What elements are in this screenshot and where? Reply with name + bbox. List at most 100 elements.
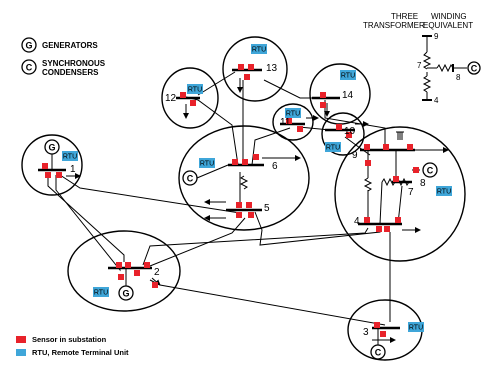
- rtu-box-4-7-8-9: [436, 186, 452, 196]
- sensor: [244, 74, 250, 80]
- rtu-label-1: RTU: [63, 154, 77, 161]
- symbol-legend: G GENERATORS C SYNCHRONOUS CONDENSERS: [21, 37, 106, 77]
- transformer-bus-bottom: 4: [434, 96, 439, 105]
- rtu-box-14: [340, 70, 356, 80]
- rtu-label-12: RTU: [188, 87, 202, 94]
- sensor: [393, 176, 399, 182]
- sensor: [248, 212, 254, 218]
- sensor: [320, 92, 326, 98]
- sensor: [374, 322, 380, 328]
- rtu-label-13: RTU: [252, 47, 266, 54]
- condenser-8-symbol: C: [427, 166, 434, 176]
- sensor: [152, 282, 158, 288]
- transformer-title-right-1: WINDING: [431, 12, 467, 21]
- line-2-3: [149, 279, 386, 326]
- sensor: [242, 159, 248, 165]
- bus-label-12: 12: [165, 93, 177, 104]
- line-10-11: [298, 126, 331, 131]
- transformer-bus-left: 7: [417, 61, 422, 70]
- substation-12: [161, 67, 219, 129]
- transformer-4-9: [363, 177, 373, 192]
- bus-label-6: 6: [272, 161, 278, 172]
- sensor: [384, 226, 390, 232]
- sensor: [297, 126, 303, 132]
- sensor: [407, 144, 413, 150]
- substation-11: [272, 103, 314, 141]
- rtu-legend-swatch: [16, 349, 26, 356]
- bus-label-7: 7: [408, 187, 414, 198]
- substation-10: [321, 112, 365, 156]
- bus-label-5: 5: [264, 203, 270, 214]
- sensor: [364, 144, 370, 150]
- sensor: [365, 160, 371, 166]
- line-9-14: [324, 100, 386, 148]
- sensor: [346, 132, 352, 138]
- winding-resistor-bottom: [422, 75, 432, 93]
- sensor: [413, 167, 419, 173]
- rtu-label-5-6: RTU: [200, 161, 214, 168]
- sensor: [144, 262, 150, 268]
- sensor: [190, 100, 196, 106]
- rtu-box-2: [93, 287, 109, 297]
- rtu-box-1: [62, 151, 78, 161]
- bus-label-1: 1: [70, 164, 76, 175]
- sensor: [118, 274, 124, 280]
- rtu-box-5-6: [199, 158, 215, 168]
- sensor: [246, 202, 252, 208]
- transformer-bus-top: 9: [434, 32, 439, 41]
- bus-label-3: 3: [363, 327, 369, 338]
- condensers-legend-label-1: SYNCHRONOUS: [42, 59, 106, 68]
- substation-4-7-8-9: [334, 126, 466, 262]
- substation-1: [21, 134, 83, 196]
- sensor: [376, 226, 382, 232]
- line-6-12: [185, 96, 239, 166]
- rtu-box-11: [285, 108, 301, 118]
- sensor: [125, 262, 131, 268]
- machines: G G C C C: [44, 139, 438, 360]
- rtu-label-14: RTU: [341, 73, 355, 80]
- sensor: [236, 212, 242, 218]
- rtu-legend-label: RTU, Remote Terminal Unit: [32, 348, 129, 357]
- bus-label-11: 11: [280, 117, 291, 128]
- substation-13: [222, 36, 288, 102]
- substation-2: [67, 230, 181, 312]
- sensor: [395, 217, 401, 223]
- generators-legend-label: GENERATORS: [42, 41, 98, 50]
- transformer-bus-right: 8: [456, 73, 461, 82]
- transformer-4-7: [381, 177, 396, 187]
- line-9-10: [344, 136, 371, 156]
- sensor: [248, 64, 254, 70]
- generator-legend-symbol: G: [25, 41, 32, 51]
- sensor: [320, 102, 326, 108]
- sensor: [42, 163, 48, 169]
- condenser-legend-symbol: C: [26, 63, 33, 73]
- generator-2-symbol: G: [122, 289, 129, 299]
- sensor: [236, 202, 242, 208]
- bus-label-4: 4: [354, 216, 360, 227]
- transformer-title-right-2: EQUIVALENT: [423, 21, 473, 30]
- winding-resistor-top: [422, 51, 432, 70]
- sensor: [336, 124, 342, 130]
- rtu-label-2: RTU: [94, 290, 108, 297]
- bus-label-14: 14: [342, 90, 354, 101]
- condenser-symbol: C: [471, 64, 478, 74]
- line-1-2b: [47, 175, 125, 262]
- condenser-3-symbol: C: [375, 348, 382, 358]
- rtu-boxes: RTU RTU RTU RTU RTU RTU RTU RTU RTU RTU: [62, 44, 452, 332]
- sensor-legend-swatch: [16, 336, 26, 343]
- generator-legend-icon: [21, 37, 37, 53]
- condenser-icon: [467, 61, 481, 75]
- transformer-note: THREE TRANSFORMER WINDING EQUIVALENT C 9…: [363, 12, 481, 105]
- sensor: [364, 217, 370, 223]
- bus-label-8: 8: [420, 178, 426, 189]
- rtu-box-13: [251, 44, 267, 54]
- sensor: [134, 270, 140, 276]
- rtu-label-4-7-8-9: RTU: [437, 189, 451, 196]
- transformer-title-left-1: THREE: [391, 12, 418, 21]
- transformer-5-6: [239, 175, 249, 190]
- sensor-legend-label: Sensor in substation: [32, 335, 107, 344]
- sensor: [232, 159, 238, 165]
- line-12-13: [197, 71, 236, 96]
